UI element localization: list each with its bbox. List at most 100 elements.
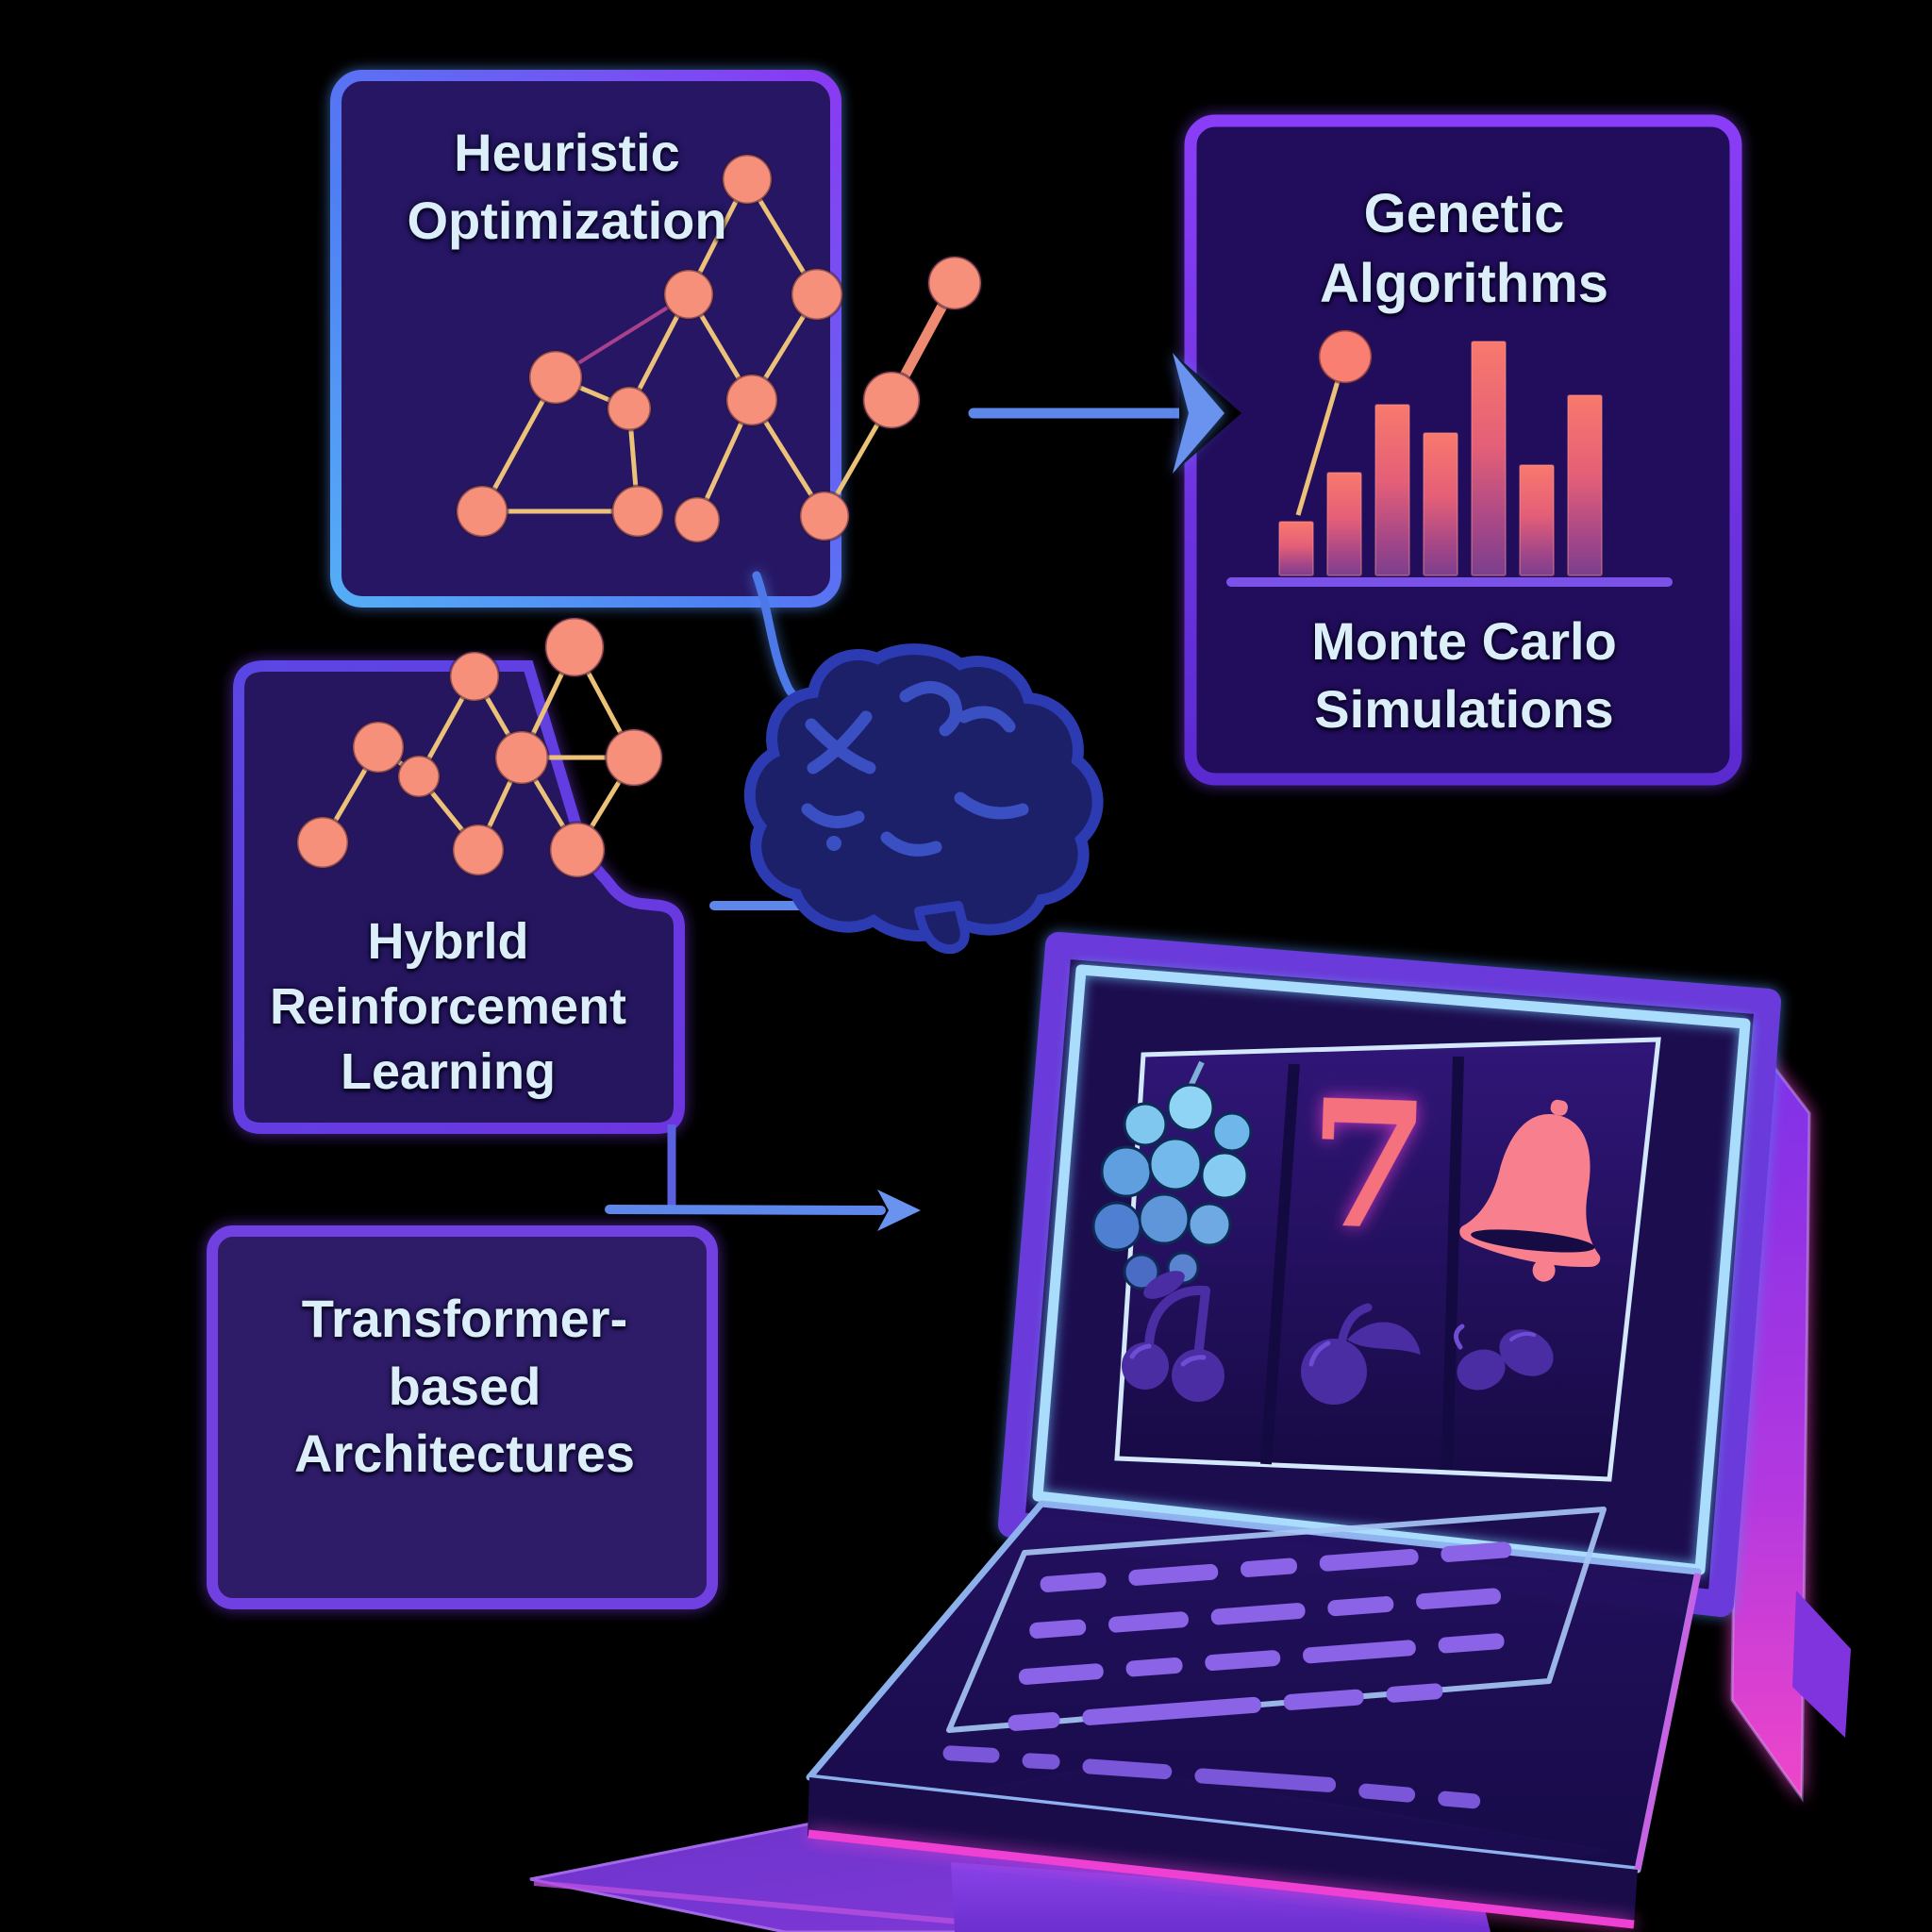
- graph-node: [673, 495, 722, 544]
- flow-arrow-heuristic-to-genetic: [968, 353, 1241, 474]
- nut-icon: [1454, 1324, 1554, 1391]
- nut-highlight: [1509, 1331, 1536, 1341]
- bar-group: [1278, 341, 1603, 576]
- transformer-box-title: Transformer- based Architectures: [231, 1285, 698, 1488]
- title-line: Heuristic: [454, 123, 680, 182]
- graph-node: [724, 373, 779, 427]
- cherries-icon: [1122, 1271, 1224, 1402]
- key: [1108, 1611, 1189, 1633]
- graph-node: [548, 821, 607, 879]
- plum-fruit: [1301, 1339, 1367, 1405]
- cherry-highlight: [1180, 1355, 1207, 1367]
- genetic-box-subtitle: Monte Carlo Simulations: [1219, 608, 1709, 742]
- slot-machine-laptop: 7: [529, 932, 1851, 1932]
- keyboard-outline: [946, 1507, 1607, 1733]
- key: [1022, 1753, 1060, 1770]
- title-line: Architectures: [293, 1424, 636, 1484]
- bell-body: [1459, 1114, 1601, 1268]
- cherry-stem: [1144, 1285, 1210, 1350]
- key: [1303, 1640, 1416, 1664]
- bell-clapper: [1532, 1258, 1556, 1282]
- title-line: Transformer-: [301, 1289, 628, 1348]
- transformer-box: [207, 1225, 718, 1609]
- subtitle-line: Simulations: [1314, 678, 1614, 739]
- graph-node: [610, 484, 665, 539]
- grape-berry: [1100, 1145, 1153, 1198]
- bell-nub: [1550, 1099, 1568, 1116]
- heuristic-box: [330, 70, 841, 608]
- key: [1386, 1683, 1443, 1703]
- title-line: Hybrld: [367, 913, 529, 970]
- grape-berry: [1211, 1111, 1253, 1153]
- graph-node: [543, 616, 606, 678]
- graph-node: [493, 729, 550, 786]
- heuristic-box-title: Heuristic Optimization: [345, 119, 789, 254]
- reel-divider: [1441, 1056, 1464, 1471]
- brain-fold: [880, 831, 942, 857]
- grapes-icon: [1091, 1060, 1253, 1291]
- graph-node: [448, 650, 501, 703]
- reel-divider: [1260, 1063, 1300, 1465]
- chart-annotation-node: [1317, 328, 1374, 385]
- cherry-highlight: [1129, 1343, 1152, 1359]
- key-spacebar: [1082, 1696, 1261, 1725]
- key: [1018, 1663, 1104, 1685]
- grape-berry: [1187, 1202, 1232, 1247]
- brain-icon: [743, 643, 1104, 955]
- graph-node: [606, 385, 653, 432]
- graph-node: [351, 720, 406, 774]
- brain-fold: [958, 706, 1016, 733]
- key: [1082, 1758, 1173, 1780]
- brain-stem: [914, 901, 970, 955]
- genetic-bar-chart: [1226, 328, 1673, 587]
- hybrid-box: [233, 660, 685, 1134]
- key: [1128, 1563, 1219, 1586]
- key: [1438, 1633, 1505, 1654]
- bar: [1567, 394, 1603, 576]
- hybrid-box-title: Hybrld Reinforcement Learning: [236, 909, 660, 1105]
- subtitle-line: Monte Carlo: [1311, 611, 1617, 671]
- nut-lobe: [1499, 1329, 1554, 1376]
- flow-arrow-hybrid-to-slot-machine: [605, 1124, 921, 1231]
- grape-berry: [1138, 1192, 1191, 1245]
- graph-node: [295, 815, 350, 870]
- key: [1194, 1768, 1337, 1792]
- keyboard-front-keys: [942, 1745, 1481, 1809]
- laptop-pedestal: [951, 1862, 1491, 1932]
- graph-node: [527, 349, 584, 406]
- bar: [1374, 404, 1410, 576]
- laptop-deck-front: [808, 1777, 1638, 1924]
- graph-node: [451, 823, 506, 877]
- key: [942, 1745, 1000, 1763]
- bar: [1278, 521, 1314, 576]
- plum-stem: [1337, 1303, 1373, 1348]
- graph-node: [721, 153, 774, 206]
- cherry-stem: [1193, 1286, 1210, 1361]
- brain-fold: [801, 803, 865, 828]
- arrowhead-icon: [1173, 353, 1224, 474]
- graph-node: [604, 727, 664, 788]
- bar: [1326, 472, 1362, 576]
- grape-berry: [1166, 1083, 1215, 1132]
- bell-slit: [1471, 1229, 1595, 1253]
- title-line: Optimization: [407, 190, 727, 250]
- brain-fold: [807, 710, 873, 774]
- graph-node: [861, 370, 922, 430]
- key: [1416, 1588, 1501, 1610]
- heuristic-network-graph: [455, 153, 983, 544]
- deck-front-glow: [808, 1829, 1635, 1929]
- bell-icon: [1459, 1099, 1601, 1282]
- key: [1125, 1657, 1183, 1677]
- key: [1241, 1557, 1297, 1577]
- graph-node: [455, 484, 509, 539]
- brain-fold-dot: [826, 836, 841, 851]
- key: [1319, 1548, 1419, 1572]
- grape-berry: [1123, 1102, 1168, 1147]
- deck-side-glow: [1634, 1573, 1702, 1871]
- seven-symbol: 7: [1304, 1060, 1432, 1270]
- key: [1029, 1619, 1087, 1639]
- title-line: Algorithms: [1319, 253, 1609, 315]
- key: [1040, 1572, 1107, 1592]
